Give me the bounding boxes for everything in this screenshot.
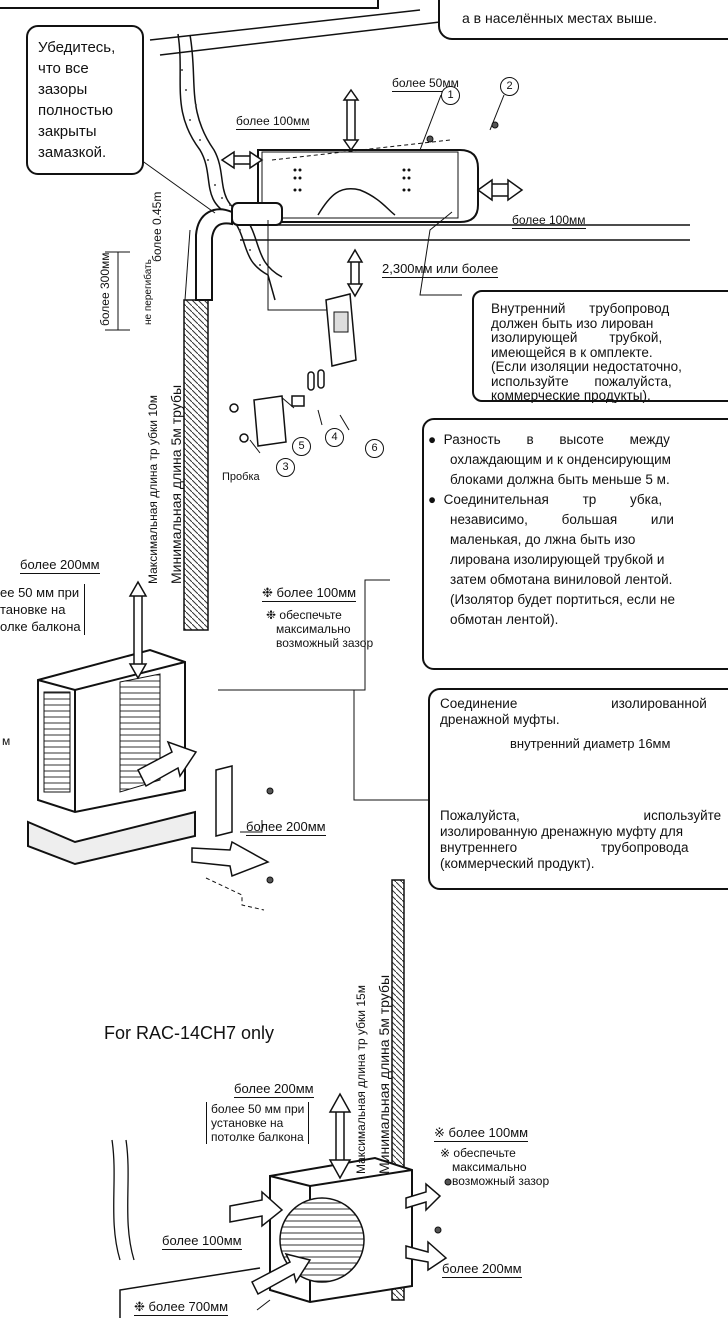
- caulk-line-3: зазоры: [38, 81, 88, 98]
- outdoor1-left-partial: м: [2, 734, 11, 748]
- caulk-note: Убедитесь, что все зазоры полностью закр…: [26, 25, 144, 175]
- outdoor1-side-note-3: возможный зазор: [276, 636, 374, 650]
- outdoor1-side-note: ❉ обеспечьте максимально возможный зазор: [266, 608, 373, 650]
- drain-body-1: Пожалуйста, используйте: [440, 808, 722, 823]
- outdoor2-right-note-1: ※ обеспечьте: [440, 1146, 516, 1160]
- top-left-box-edge: [0, 0, 379, 9]
- pipe1-max-label: Максимальная длина тр убки 10м: [146, 395, 160, 584]
- leader-lines: [105, 94, 505, 1311]
- outdoor2-right-note-2: максимально: [452, 1160, 527, 1174]
- outdoor1-side-note-2: максимально: [276, 622, 351, 636]
- outdoor2-balcony-2: установке на: [211, 1116, 284, 1130]
- rise-label: более 0.45m: [150, 191, 164, 262]
- pipe2-max-label: Максимальная длина тр убки 15м: [354, 985, 368, 1174]
- outdoor2-left-label: более 100мм: [162, 1233, 242, 1250]
- caulk-line-6: замазкой.: [38, 144, 107, 161]
- pipe-run-1: [183, 299, 209, 631]
- marker-4: 4: [325, 428, 344, 447]
- indoor-above-label: более 50мм: [392, 76, 459, 92]
- outdoor2-balcony-3: потолке балкона: [211, 1130, 304, 1144]
- ceiling-wall: [149, 9, 690, 301]
- marker-1: 1: [441, 86, 460, 105]
- bottom-wall: [111, 1139, 135, 1261]
- piping-line-5: (Если изоляции недостаточно,: [491, 359, 682, 374]
- note2-line-4: лирована изолирующей трубкой и: [450, 552, 665, 567]
- drain-body-4: (коммерческий продукт).: [440, 856, 595, 871]
- drain-box: Соединение изолированной дренажной муфты…: [428, 688, 728, 890]
- drain-body-3: внутреннего трубопровода: [440, 840, 689, 855]
- caulk-line-4: полностью: [38, 102, 113, 119]
- indoor-right-label: более 100мм: [512, 213, 586, 229]
- piping-line-7: коммерческие продукты).: [491, 388, 651, 403]
- note1-line-1: ● Разность в высоте между: [428, 432, 670, 447]
- note2-line-5: затем обмотана виниловой лентой.: [450, 572, 673, 587]
- caulk-line-2: что все: [38, 60, 89, 77]
- outdoor1-balcony-1: ее 50 мм при: [0, 585, 80, 600]
- outdoor2-balcony-1: более 50 мм при: [211, 1102, 305, 1116]
- piping-line-4: имеющейся в к омплекте.: [491, 344, 653, 360]
- note2-line-1: ● Соединительная тр убка,: [428, 492, 663, 507]
- drain-body-2: изолированную дренажную муфту для: [440, 824, 683, 839]
- outdoor2-right-note: ※ обеспечьте максимально возможный зазор: [440, 1146, 549, 1188]
- outdoor2-front-label: более 200мм: [442, 1261, 522, 1278]
- drain-title-2: дренажной муфты.: [440, 712, 560, 727]
- plug-label: Пробка: [222, 471, 260, 483]
- indoor-unit: [257, 139, 479, 223]
- outdoor2-balcony-note: более 50 мм при установке на потолке бал…: [206, 1102, 310, 1144]
- caulk-line-1: Убедитесь,: [38, 39, 116, 56]
- piping-note: Внутренний трубопровод должен быть изо л…: [472, 290, 728, 403]
- outdoor2-above-label: более 200мм: [234, 1081, 314, 1098]
- caulk-line-5: закрыты: [38, 123, 97, 140]
- top-right-note: а в населённых местах выше.: [438, 0, 728, 40]
- drain-diameter: внутренний диаметр 16мм: [510, 736, 671, 751]
- indoor-left-label: более 100мм: [236, 114, 310, 130]
- outdoor1-balcony-3: олке балкона: [0, 619, 81, 634]
- outdoor1-balcony-2: тановке на: [0, 602, 66, 617]
- note2-line-7: обмотан лентой).: [450, 612, 559, 627]
- screw-guide: [205, 877, 265, 911]
- indoor-pipe: [184, 202, 283, 301]
- note1-line-3: блоками должна быть меньше 5 м.: [450, 472, 670, 487]
- clearance-arrows: [128, 88, 524, 1296]
- outdoor2-right-note-3: возможный зазор: [452, 1174, 550, 1188]
- piping-line-1: Внутренний трубопровод: [491, 301, 670, 316]
- outdoor1-side-label: ❉ более 100мм: [262, 585, 357, 602]
- note2-line-6: (Изолятор будет портиться, если не: [450, 592, 675, 607]
- no-bend-label: не перегибать: [143, 259, 154, 325]
- note2-line-3: маленькая, до лжна быть изо: [450, 532, 636, 547]
- piping-line-6: используйте пожалуйста,: [491, 373, 672, 389]
- remote-controller: [215, 293, 357, 837]
- wall-stipple: [181, 69, 261, 266]
- outdoor2-bottom-label: ❉ более 700мм: [134, 1299, 229, 1316]
- note1-line-2: охлаждающим и к онденсирующим: [450, 452, 671, 467]
- indoor-below-label: 2,300мм или более: [382, 261, 499, 278]
- pipe1-min-label: Минимальная длина 5м трубы: [168, 384, 184, 584]
- note2-line-2: независимо, большая или: [450, 512, 674, 527]
- outdoor2-right-label: ※ более 100мм: [434, 1125, 529, 1142]
- notes-box: ● Разность в высоте между охлаждающим и …: [422, 418, 728, 670]
- screws: [266, 121, 499, 1234]
- marker-2: 2: [500, 77, 519, 96]
- piping-line-2: должен быть изо лирован: [491, 315, 654, 331]
- outdoor1-balcony-note: ее 50 мм при тановке на олке балкона: [0, 584, 85, 635]
- vertical-300-label: более 300мм: [98, 252, 112, 327]
- pipe2-min-label: Минимальная длина 5м трубы: [376, 974, 392, 1174]
- indoor-unit-holes: [293, 168, 411, 192]
- marker-3: 3: [276, 458, 295, 477]
- outdoor1-front-label: более 200мм: [246, 819, 326, 836]
- marker-5: 5: [292, 437, 311, 456]
- outdoor1-above-label: более 200мм: [20, 557, 100, 574]
- outdoor1-side-note-1: ❉ обеспечьте: [266, 608, 342, 622]
- model-caption: For RAC-14CH7 only: [104, 1023, 275, 1043]
- marker-6: 6: [365, 439, 384, 458]
- piping-line-3: изолирующей трубкой,: [491, 330, 663, 345]
- top-right-text: а в населённых местах выше.: [462, 10, 657, 26]
- drain-title-1: Соединение изолированной: [440, 696, 707, 711]
